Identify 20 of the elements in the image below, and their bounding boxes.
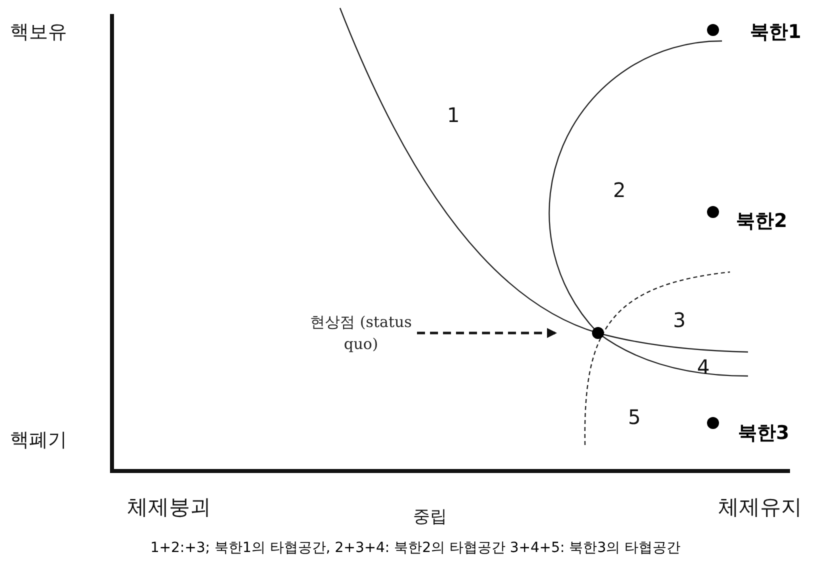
data-point <box>707 24 719 36</box>
point-label: 북한3 <box>738 421 790 446</box>
region-number: 3 <box>673 307 686 334</box>
data-point <box>707 206 719 218</box>
axis-label: 중립 <box>413 506 447 529</box>
dashed-arrow <box>417 328 557 338</box>
region-number: 1 <box>447 102 460 129</box>
data-point <box>707 417 719 429</box>
caption: 1+2:+3; 북한1의 타협공간, 2+3+4: 북한2의 타협공간 3+4+5: 북한3의 타협공간 <box>149 539 682 558</box>
axis-label: 체제붕괴 <box>127 494 211 521</box>
region-number: 4 <box>697 354 710 381</box>
point-label: 북한2 <box>736 209 788 234</box>
point-label: 북한1 <box>750 20 802 45</box>
axis-label: 핵보유 <box>10 20 67 45</box>
axis-label: 핵폐기 <box>10 428 67 453</box>
text-label: 현상점 (status quo) <box>305 308 417 358</box>
status-quo-point <box>592 327 604 339</box>
axis-label: 체제유지 <box>718 494 802 521</box>
region-number: 2 <box>613 177 626 204</box>
region-number: 5 <box>628 404 641 431</box>
